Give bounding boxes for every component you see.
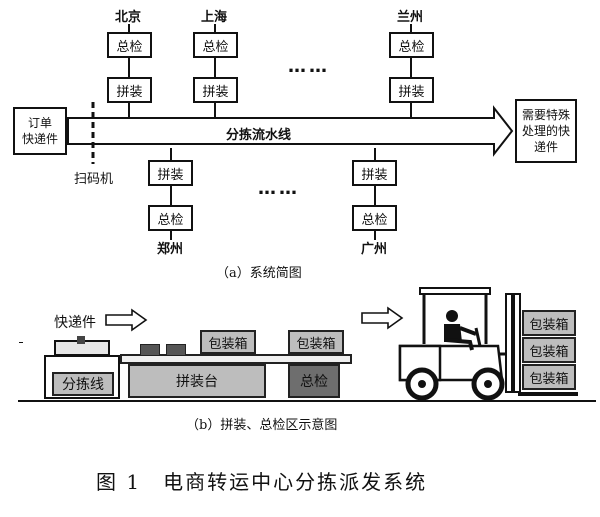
sorting-machine-stripe <box>77 336 85 344</box>
package-box: 包装箱 <box>200 330 256 354</box>
parcel-item <box>166 344 186 356</box>
forklift-arrow-icon <box>361 306 404 330</box>
city-zhengzhou-label: 郑州 <box>157 242 184 257</box>
sorting-line-box: 分拣线 <box>52 372 114 396</box>
forklift-icon <box>398 287 521 401</box>
assembly-box-lanzhou: 拼装 <box>389 77 434 103</box>
ground-line <box>18 400 596 402</box>
city-lanzhou-label: 兰州 <box>397 10 424 25</box>
caption-b: （b）拼装、总检区示意图 <box>186 418 338 433</box>
ellipsis-top: …… <box>288 56 330 77</box>
input-parcel-box: 订单 快递件 <box>13 107 67 155</box>
connector <box>214 24 216 126</box>
assembly-box-beijing: 拼装 <box>107 77 152 103</box>
input-parcel-label: 订单 快递件 <box>21 116 58 146</box>
stacked-package-box: 包装箱 <box>522 337 576 363</box>
connector <box>170 148 172 240</box>
special-handling-box: 需要特殊 处理的快 递件 <box>515 99 577 163</box>
table-leg <box>266 364 288 398</box>
sorting-line-arrow <box>67 105 514 157</box>
city-beijing-label: 北京 <box>115 10 142 25</box>
parcel-arrow-icon <box>105 308 148 332</box>
special-handling-label: 需要特殊 处理的快 递件 <box>521 108 570 154</box>
figure-caption: 图 1 电商转运中心分拣派发系统 <box>96 470 428 494</box>
inspection-box-shanghai: 总检 <box>193 32 238 58</box>
scanner-label: 扫码机 <box>74 172 114 187</box>
city-shanghai-label: 上海 <box>201 10 228 25</box>
fork-tine <box>518 392 578 396</box>
ellipsis-bottom: …… <box>258 178 300 199</box>
parcel-item <box>140 344 160 356</box>
inspection-box-lanzhou: 总检 <box>389 32 434 58</box>
tick-mark <box>19 342 23 343</box>
connector <box>410 24 412 126</box>
assembly-box-shanghai: 拼装 <box>193 77 238 103</box>
assembly-table-box: 拼装台 <box>128 364 266 398</box>
connector <box>374 148 376 240</box>
stacked-package-box: 包装箱 <box>522 364 576 390</box>
stacked-package-box: 包装箱 <box>522 310 576 336</box>
inspection-box-beijing: 总检 <box>107 32 152 58</box>
inspection-box-zhengzhou: 总检 <box>148 205 193 231</box>
city-guangzhou-label: 广州 <box>361 242 388 257</box>
assembly-box-guangzhou: 拼装 <box>352 160 397 186</box>
parcel-label: 快递件 <box>54 315 96 331</box>
scanner-line <box>91 102 95 164</box>
connector <box>128 24 130 126</box>
table-top <box>120 354 352 364</box>
package-box: 包装箱 <box>288 330 344 354</box>
sorting-line-label: 分拣流水线 <box>226 128 292 143</box>
inspection-station-box: 总检 <box>288 364 340 398</box>
assembly-box-zhengzhou: 拼装 <box>148 160 193 186</box>
inspection-box-guangzhou: 总检 <box>352 205 397 231</box>
caption-a: （a）系统简图 <box>216 266 302 281</box>
